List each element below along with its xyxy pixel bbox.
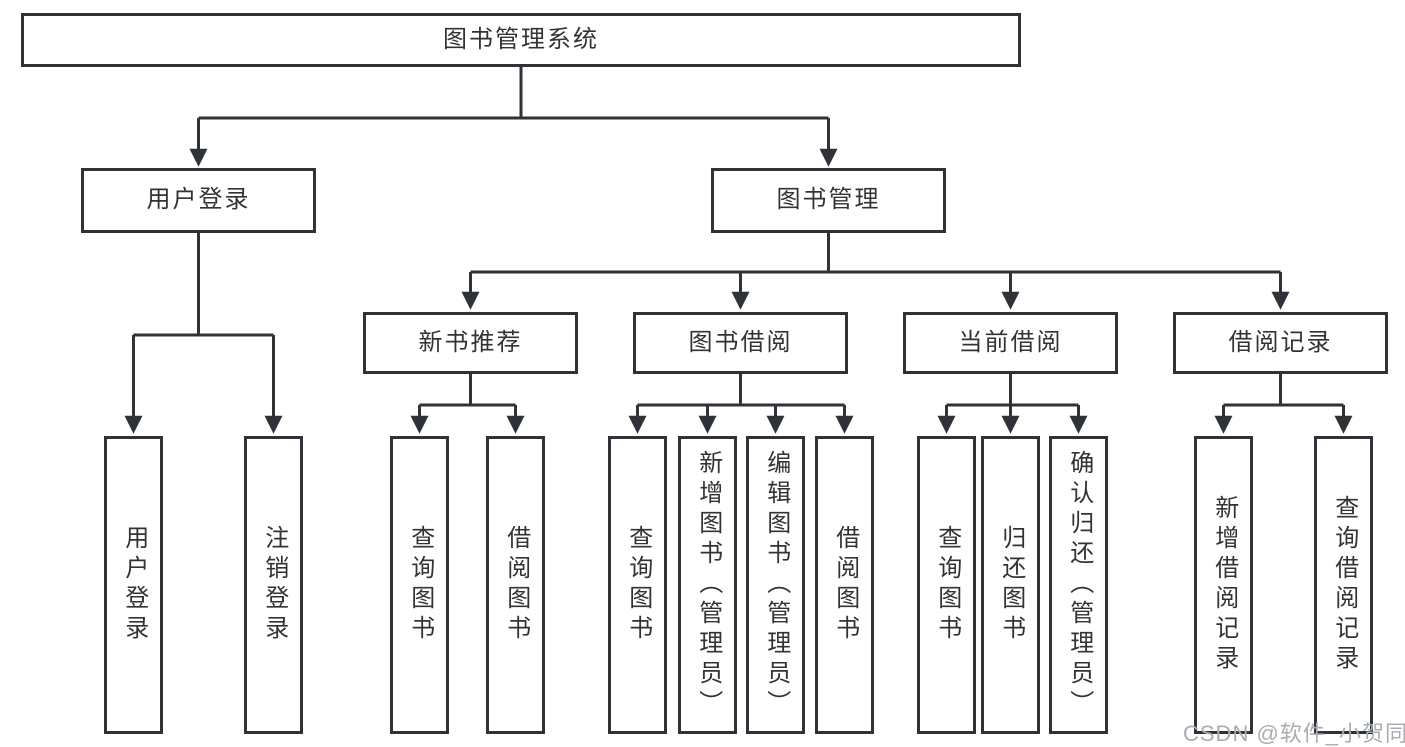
node-root-system: 图书管理系统	[21, 13, 1021, 67]
leaf-cb-return-books: 归还图书	[981, 436, 1040, 734]
leaf-bb-query-books: 查询图书	[608, 436, 667, 734]
leaf-bb-edit-books-admin: 编辑图书（管理员）	[746, 436, 805, 734]
node-book-borrow: 图书借阅	[633, 312, 848, 374]
node-new-book-recommend: 新书推荐	[363, 312, 578, 374]
leaf-user-login: 用户登录	[104, 436, 163, 734]
leaf-bb-add-books-admin: 新增图书（管理员）	[678, 436, 737, 734]
leaf-nb-borrow-books: 借阅图书	[486, 436, 545, 734]
leaf-br-query-record: 查询借阅记录	[1314, 436, 1373, 734]
leaf-cb-confirm-return-admin: 确认归还（管理员）	[1049, 436, 1108, 734]
leaf-logout: 注销登录	[244, 436, 303, 734]
watermark-text: CSDN @软件_小贺同学	[1183, 721, 1405, 746]
node-current-borrow: 当前借阅	[903, 312, 1118, 374]
node-user-login: 用户登录	[81, 168, 316, 233]
node-borrow-records: 借阅记录	[1173, 312, 1388, 374]
leaf-bb-borrow-books: 借阅图书	[815, 436, 874, 734]
leaf-br-add-record: 新增借阅记录	[1194, 436, 1253, 734]
node-book-management: 图书管理	[711, 168, 946, 233]
leaf-nb-query-books: 查询图书	[390, 436, 449, 734]
leaf-cb-query-books: 查询图书	[917, 436, 976, 734]
